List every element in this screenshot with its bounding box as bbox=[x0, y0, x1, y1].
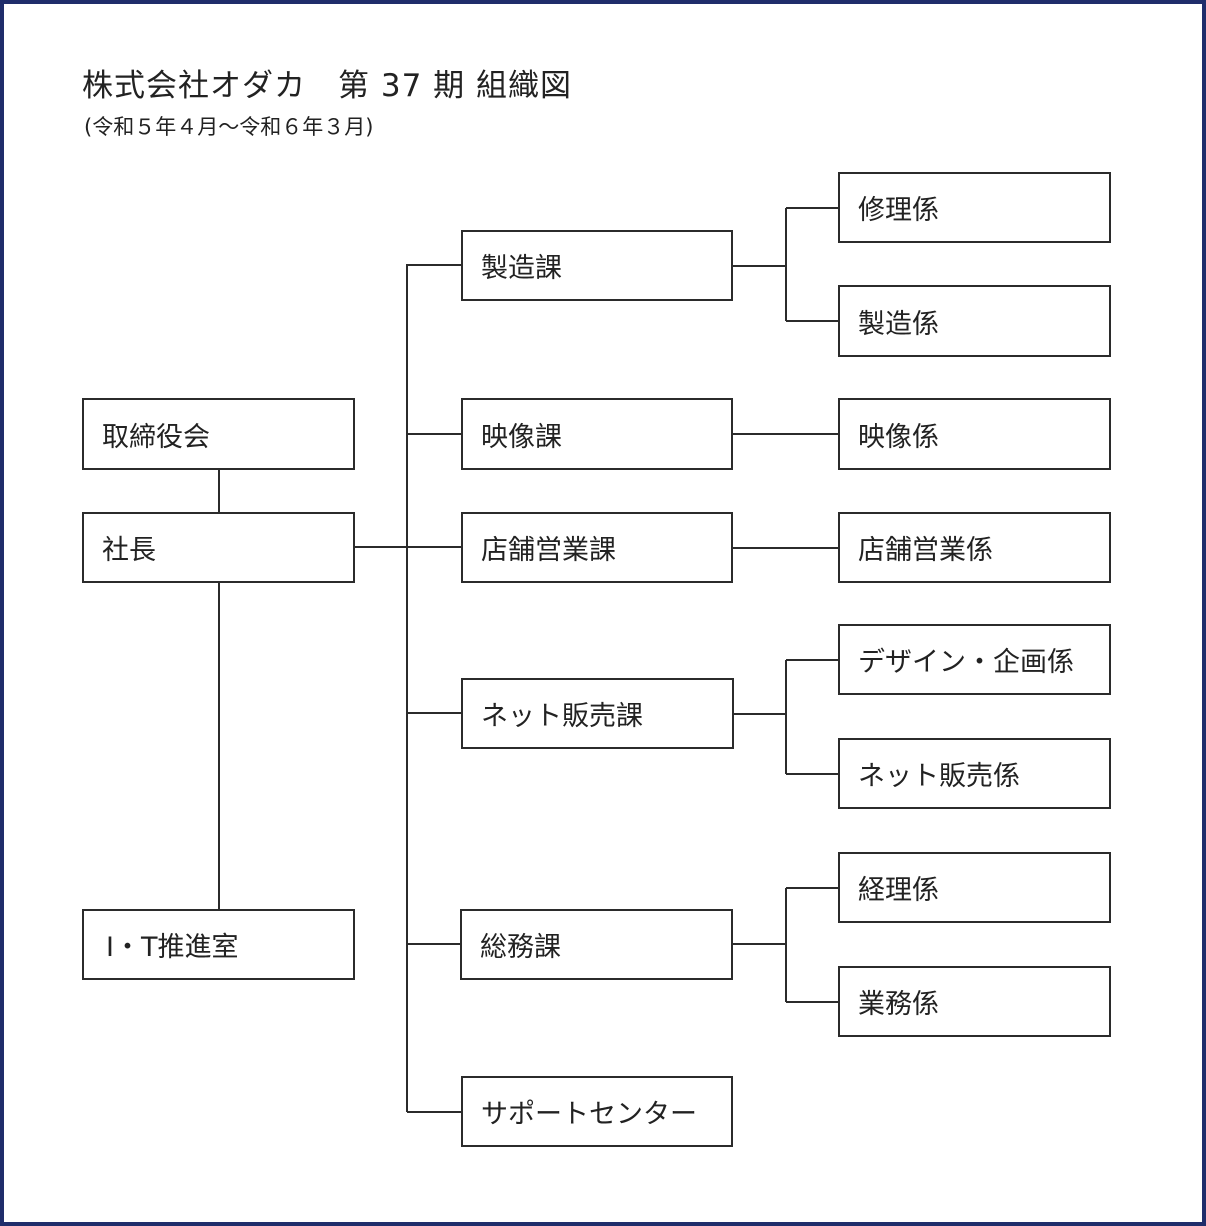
node-section-store-sales: 店舗営業課 bbox=[461, 512, 733, 583]
node-section-net-sales: ネット販売課 bbox=[461, 678, 734, 749]
node-unit-video: 映像係 bbox=[838, 398, 1111, 470]
node-unit-net-sales: ネット販売係 bbox=[838, 738, 1111, 809]
node-president: 社長 bbox=[82, 512, 355, 583]
node-section-manufacturing: 製造課 bbox=[461, 230, 733, 301]
node-it-office: I・T推進室 bbox=[82, 909, 355, 980]
node-unit-manufacturing: 製造係 bbox=[838, 285, 1111, 357]
node-unit-repair: 修理係 bbox=[838, 172, 1111, 243]
node-unit-accounting: 経理係 bbox=[838, 852, 1111, 923]
page-subtitle: (令和５年４月〜令和６年３月) bbox=[84, 115, 374, 139]
page-title: 株式会社オダカ 第 37 期 組織図 bbox=[82, 68, 573, 104]
node-section-support-center: サポートセンター bbox=[461, 1076, 733, 1147]
connector-lines bbox=[218, 207, 838, 1113]
node-unit-store-sales: 店舗営業係 bbox=[838, 512, 1111, 583]
node-unit-operations: 業務係 bbox=[838, 966, 1111, 1037]
node-section-general-affairs: 総務課 bbox=[460, 909, 733, 980]
node-unit-design-planning: デザイン・企画係 bbox=[838, 624, 1111, 695]
node-board: 取締役会 bbox=[82, 398, 355, 470]
node-section-video: 映像課 bbox=[461, 398, 733, 470]
